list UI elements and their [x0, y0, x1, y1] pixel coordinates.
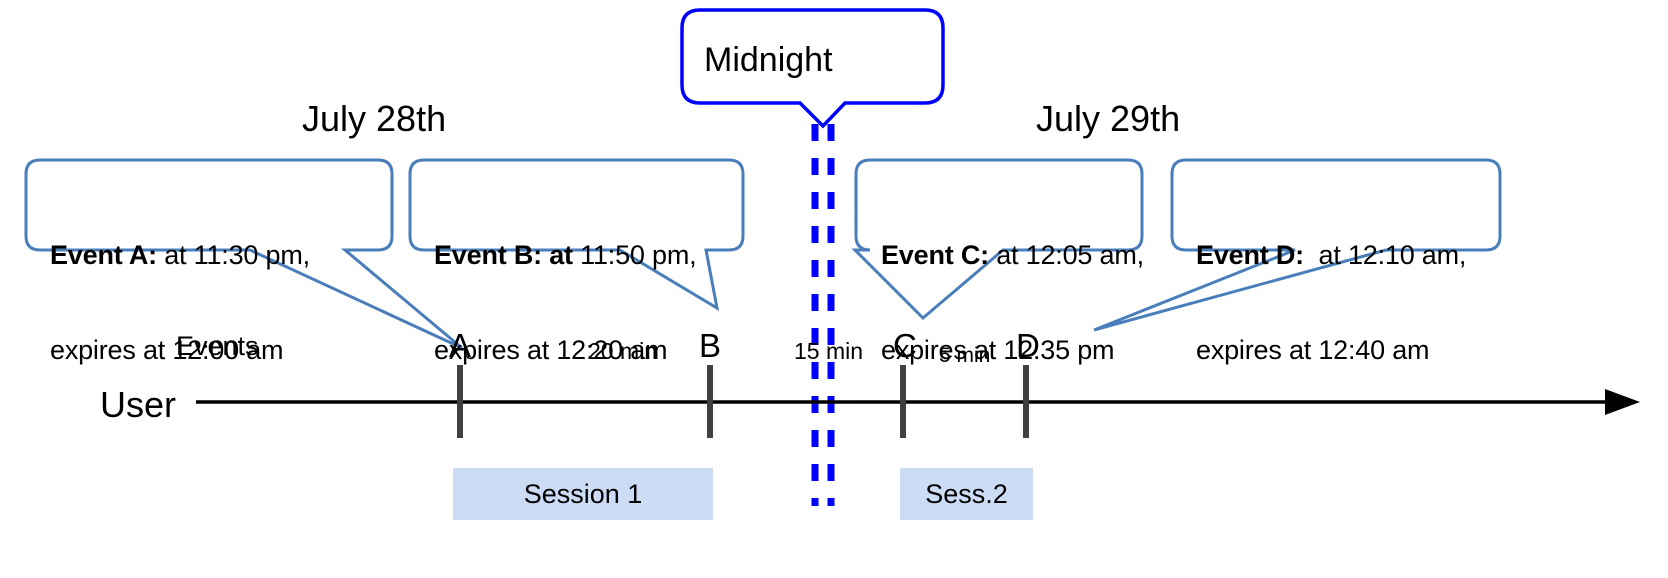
event-a-line2: expires at 12:00 am: [50, 335, 284, 366]
event-b-prefix: Event B:: [434, 239, 542, 270]
event-d-line2: expires at 12:40 am: [1196, 335, 1430, 366]
midnight-label: Midnight: [704, 41, 833, 79]
axis-ticks: [457, 365, 1029, 438]
tick-letter-c: C: [893, 327, 917, 364]
date-label-july-28: July 28th: [302, 98, 447, 139]
event-b-callout-shape: [408, 158, 745, 312]
tick-letter-a: A: [449, 327, 472, 364]
event-c-line1-rest: at 12:05 am,: [988, 239, 1144, 270]
event-d-line1-rest: at 12:10 am,: [1303, 239, 1467, 270]
event-a-callout: [24, 158, 463, 350]
interval-label-5-min: 5 min: [939, 344, 991, 367]
session-2-label: Sess.2: [925, 478, 1008, 509]
user-row-label: User: [100, 384, 177, 425]
tick-letter-b: B: [699, 327, 722, 364]
event-d-callout: [1093, 158, 1502, 332]
event-c-line2: expires at 12:35 pm: [881, 335, 1115, 366]
event-c-callout-shape: [851, 158, 1144, 321]
event-a-prefix: Event A:: [50, 239, 157, 270]
event-b-bold-extra: at: [541, 239, 573, 270]
midnight-callout: [680, 8, 945, 129]
event-d-callout-shape: [1093, 158, 1502, 332]
event-b-callout: [408, 158, 745, 312]
event-d-text: Event D: at 12:10 am, expires at 12:40 a…: [1196, 176, 1466, 431]
date-label-july-29: July 29th: [1036, 98, 1181, 139]
event-c-text: Event C: at 12:05 am, expires at 12:35 p…: [881, 176, 1144, 431]
tick-letter-d: D: [1016, 327, 1040, 364]
event-b-text: Event B: at 11:50 pm, expires at 12:20 a…: [434, 176, 697, 431]
event-a-text: Event A: at 11:30 pm, expires at 12:00 a…: [50, 176, 310, 431]
midnight-callout-shape: [680, 8, 945, 129]
event-c-prefix: Event C:: [881, 239, 989, 270]
event-a-line1-rest: at 11:30 pm,: [156, 239, 310, 270]
event-a-callout-shape: [24, 158, 463, 350]
event-b-line1-rest: 11:50 pm,: [572, 239, 697, 270]
interval-label-15-min: 15 min: [794, 338, 864, 364]
event-c-callout: [851, 158, 1144, 321]
session-box-1: Session 1: [453, 468, 713, 520]
session-box-2: Sess.2: [900, 468, 1033, 520]
session-1-label: Session 1: [523, 478, 643, 509]
event-b-line2: expires at 12:20 am: [434, 335, 668, 366]
midnight-dashed-line: [811, 124, 835, 506]
axis-arrowhead: [1605, 389, 1640, 415]
events-row-label: Events: [176, 331, 259, 361]
event-d-prefix: Event D:: [1196, 239, 1304, 270]
interval-label-20-min: 20 min: [588, 338, 658, 364]
